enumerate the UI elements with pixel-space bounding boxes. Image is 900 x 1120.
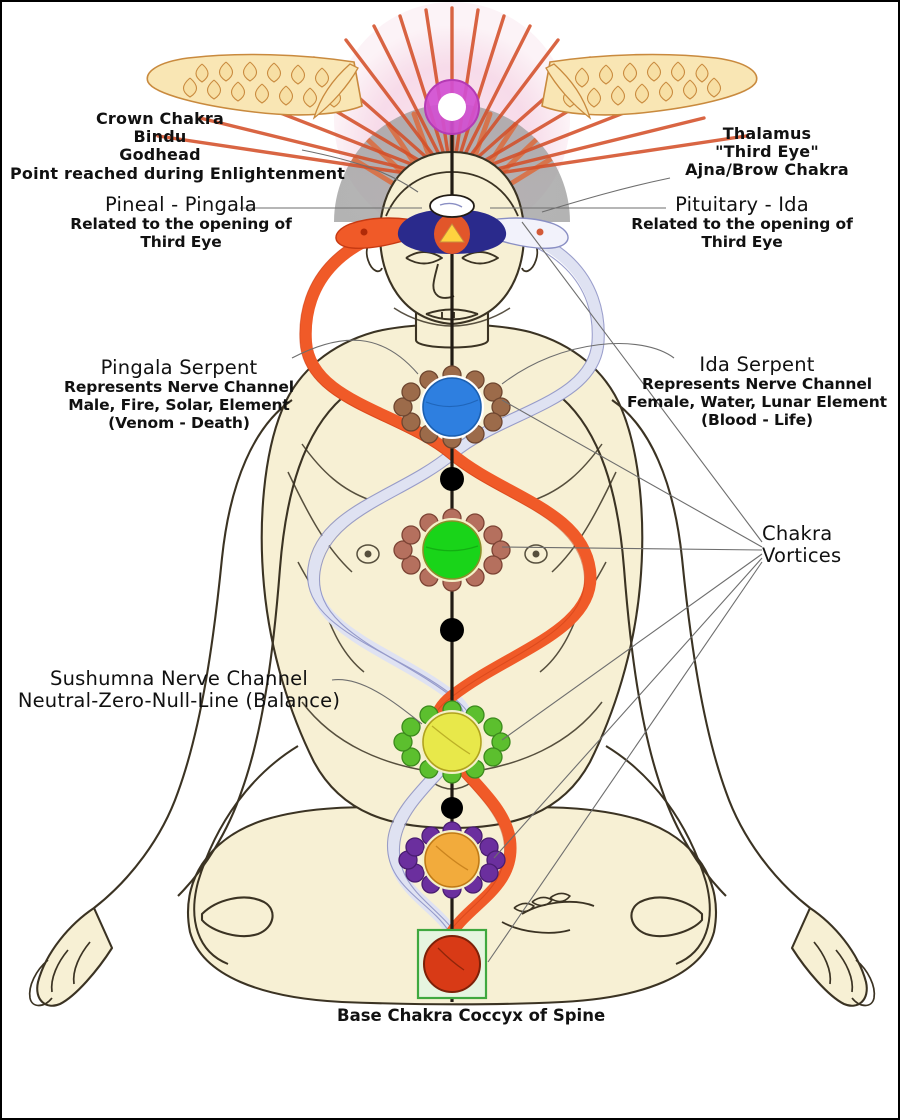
ida-line-3: (Blood - Life) (701, 410, 813, 429)
base-chakra-caption: Base Chakra Coccyx of Spine (337, 1006, 606, 1025)
heart-chakra-vortex (393, 508, 511, 592)
pituitary-line-2: Third Eye (701, 232, 783, 251)
pineal-heading: Pineal - Pingala (105, 193, 257, 216)
sushumna-line-1: Neutral-Zero-Null-Line (Balance) (17, 689, 341, 713)
solar-chakra-vortex (393, 700, 511, 784)
crown-chakra-label: Crown Chakra Bindu Godhead Point reached… (10, 109, 346, 183)
thalamus-label: Thalamus "Third Eye" Ajna/Brow Chakra (642, 124, 892, 180)
throat-chakra-vortex (393, 365, 511, 449)
pingala-line-3: (Venom - Death) (108, 413, 250, 432)
crown-chakra-vortex (424, 79, 480, 135)
pingala-serpent-label: Pingala Serpent Represents Nerve Channel… (44, 356, 314, 432)
ida-serpent-label: Ida Serpent Represents Nerve Channel Fem… (622, 353, 892, 429)
crown-label-line-2: Bindu (133, 127, 187, 147)
leader-lines (240, 149, 763, 963)
thalamus-label-line-1: Thalamus (722, 124, 812, 143)
ida-line-1: Represents Nerve Channel (641, 375, 872, 394)
pingala-line-1: Represents Nerve Channel (63, 378, 294, 397)
crown-label-line-1: Crown Chakra (95, 109, 225, 128)
brow-chakra-vortex (397, 194, 507, 254)
pingala-line-2: Male, Fire, Solar, Element (68, 395, 290, 414)
thalamus-label-line-3: Ajna/Brow Chakra (685, 160, 849, 180)
energy-node (440, 618, 464, 642)
energy-node (440, 467, 464, 491)
sushumna-label: Sushumna Nerve Channel Neutral-Zero-Null… (14, 667, 344, 713)
sacral-chakra-vortex (398, 821, 506, 899)
pingala-heading: Pingala Serpent (100, 356, 258, 379)
thalamus-label-line-2: "Third Eye" (715, 142, 819, 162)
vortices-line-1: Chakra (762, 522, 833, 545)
base-chakra-vortex (416, 928, 488, 1000)
pingala-channel (299, 217, 597, 938)
ida-line-2: Female, Water, Lunar Element (627, 392, 887, 411)
sushumna-heading: Sushumna Nerve Channel (50, 667, 308, 690)
energy-node (441, 797, 463, 819)
vortices-line-2: Vortices (762, 544, 842, 568)
ida-heading: Ida Serpent (699, 353, 815, 376)
angel-wings (146, 53, 758, 120)
pineal-line-2: Third Eye (140, 232, 222, 251)
crown-label-line-3: Godhead (119, 145, 201, 165)
pineal-pingala-label: Pineal - Pingala Related to the opening … (46, 193, 316, 252)
pineal-line-1: Related to the opening of (70, 215, 292, 234)
chakra-vortices-label: Chakra Vortices (762, 522, 892, 568)
crown-label-line-4: Point reached during Enlightenment (10, 163, 346, 183)
pituitary-ida-label: Pituitary - Ida Related to the opening o… (602, 193, 882, 252)
ida-channel (307, 217, 605, 938)
pituitary-heading: Pituitary - Ida (675, 193, 809, 216)
pituitary-line-1: Related to the opening of (631, 215, 853, 234)
